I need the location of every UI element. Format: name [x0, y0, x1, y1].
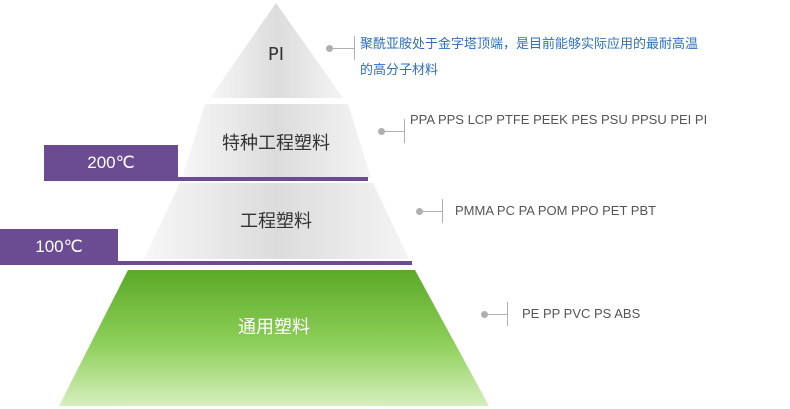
connector-bar	[404, 119, 405, 143]
tier-general-shape	[59, 270, 489, 406]
threshold-200-line	[44, 177, 368, 181]
tier-pi-shape	[210, 3, 343, 98]
connector-dot	[481, 311, 488, 318]
note-general: PE PP PVC PS ABS	[522, 306, 641, 321]
threshold-100-line	[0, 261, 412, 265]
connector-dot	[416, 208, 423, 215]
note-pi: 聚酰亚胺处于金字塔顶端，是目前能够实际应用的最耐高温的高分子材料	[360, 37, 699, 78]
connector-line	[330, 48, 354, 49]
note-engineering: PMMA PC PA POM PPO PET PBT	[455, 203, 657, 218]
connector-dot	[378, 128, 385, 135]
tier-label-engineering: 工程塑料	[240, 211, 312, 232]
tier-label-pi: PI	[267, 44, 285, 65]
connector-line	[485, 314, 507, 315]
connector-dot	[326, 45, 333, 52]
tier-special-shape	[182, 104, 371, 178]
tier-engineering-shape	[144, 183, 409, 259]
threshold-200-band: 200℃	[44, 145, 178, 181]
connector-line	[420, 211, 442, 212]
note-special: PPA PPS LCP PTFE PEEK PES PSU PPSU PEI P…	[410, 112, 708, 127]
connector-bar	[442, 199, 443, 223]
tier-label-special: 特种工程塑料	[222, 133, 330, 154]
connector-bar	[507, 302, 508, 326]
connector-line	[382, 131, 404, 132]
connector-bar	[354, 36, 355, 60]
tier-label-general: 通用塑料	[238, 317, 310, 338]
threshold-100-band: 100℃	[0, 229, 118, 265]
